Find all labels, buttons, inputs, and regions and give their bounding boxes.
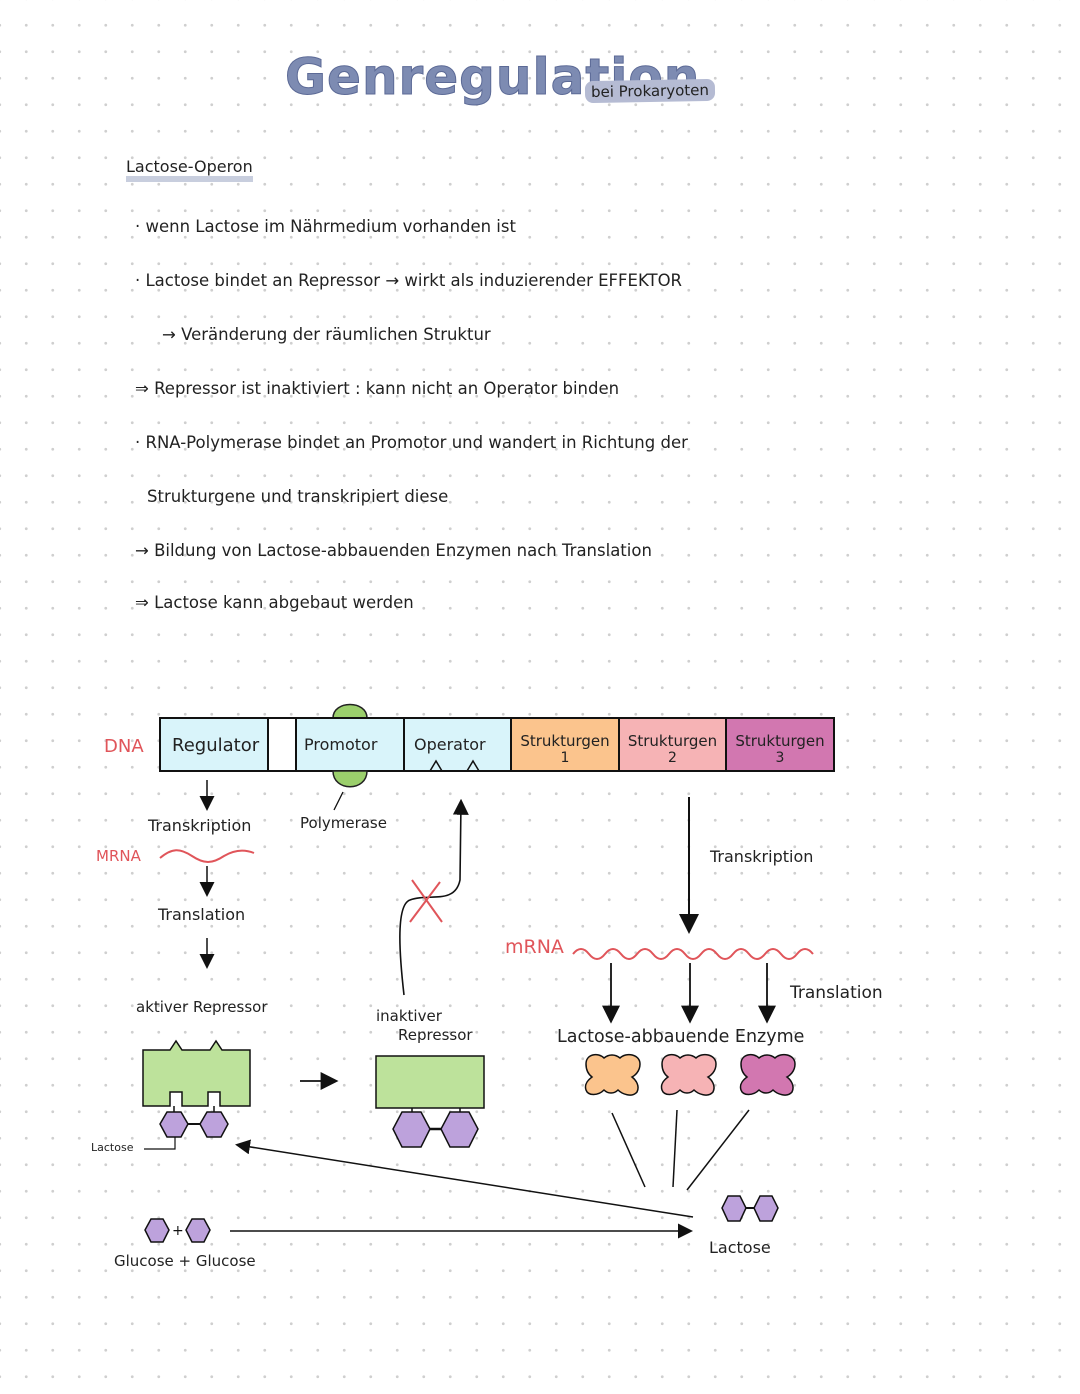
note-line-2: · Lactose bindet an Repressor → wirkt al… <box>135 271 683 290</box>
lactose-hex-inactive-a <box>392 1111 431 1148</box>
lactose-hex-left-a <box>159 1111 189 1138</box>
translation-right-label: Translation <box>790 983 883 1003</box>
lactose-hex-right-a <box>721 1195 747 1222</box>
enzyme-2-icon <box>660 1053 717 1096</box>
note-line-8: ⇒ Lactose kann abgebaut werden <box>135 593 414 612</box>
promotor-label: Promotor <box>304 735 378 754</box>
glucose-label: Glucose + Glucose <box>114 1252 256 1270</box>
polymerase-bottom-icon <box>332 770 368 788</box>
block-cross-1 <box>411 879 443 923</box>
enzymes-label: Lactose-abbauende Enzyme <box>557 1027 805 1047</box>
arrow-lactose-to-repressor <box>235 1139 694 1218</box>
note-line-6: Strukturgene und transkripiert diese <box>147 487 449 506</box>
inactive-repressor-icon <box>375 1055 485 1109</box>
operator-notches <box>405 759 480 772</box>
translation-left-label: Translation <box>158 905 246 924</box>
block-cross-2 <box>409 881 441 923</box>
lactose-hex-inactive-b <box>440 1111 479 1148</box>
structural3-number: 3 <box>775 750 785 766</box>
structural1-number: 1 <box>560 750 570 766</box>
blocked-binding-arrow <box>399 798 469 996</box>
note-line-1: · wenn Lactose im Nährmedium vorhanden i… <box>135 217 516 236</box>
mrna-left-label: MRNA <box>96 847 141 865</box>
mrna-right-wave <box>572 948 814 960</box>
polymerase-top-icon <box>332 703 368 719</box>
regulator-label: Regulator <box>172 735 260 756</box>
structural2-number: 2 <box>668 750 677 766</box>
section-heading: Lactose-Operon <box>126 158 253 182</box>
note-line-3: → Veränderung der räumlichen Struktur <box>162 325 491 344</box>
inactive-repressor-label-2: Repressor <box>398 1026 473 1044</box>
active-repressor-icon <box>142 1039 251 1107</box>
note-line-5: · RNA-Polymerase bindet an Promotor und … <box>135 433 688 452</box>
inactive-repressor-label-1: inaktiver <box>376 1007 442 1025</box>
plus-sign: + <box>172 1223 184 1239</box>
lactose-hex-left-b <box>199 1111 229 1138</box>
polymerase-label: Polymerase <box>300 814 387 832</box>
active-repressor-label: aktiver Repressor <box>136 998 268 1016</box>
structural1-label: Strukturgen <box>520 732 610 750</box>
dna-label: DNA <box>104 736 144 757</box>
dna-spacer-segment <box>267 717 297 772</box>
transkription-right-label: Transkription <box>710 847 814 866</box>
mrna-left-wave <box>159 849 255 863</box>
glucose-hex-b <box>185 1218 211 1243</box>
lactose-hex-right-b <box>753 1195 779 1222</box>
transkription-left-label: Transkription <box>148 816 252 835</box>
operator-label: Operator <box>414 735 486 754</box>
note-line-7: → Bildung von Lactose-abbauenden Enzymen… <box>135 541 652 560</box>
note-line-4: ⇒ Repressor ist inaktiviert : kann nicht… <box>135 379 620 398</box>
enzyme-3-icon <box>739 1053 796 1096</box>
lactose-right-label: Lactose <box>709 1238 771 1257</box>
mrna-right-label: mRNA <box>505 936 564 958</box>
enzyme-1-icon <box>584 1053 641 1096</box>
lactose-small-label: Lactose <box>91 1141 134 1154</box>
structural3-label: Strukturgen <box>735 732 825 750</box>
dna-structural2-segment <box>618 717 727 772</box>
dna-structural3-segment <box>725 717 835 772</box>
structural2-label: Strukturgen <box>627 732 718 750</box>
glucose-hex-a <box>144 1218 170 1243</box>
